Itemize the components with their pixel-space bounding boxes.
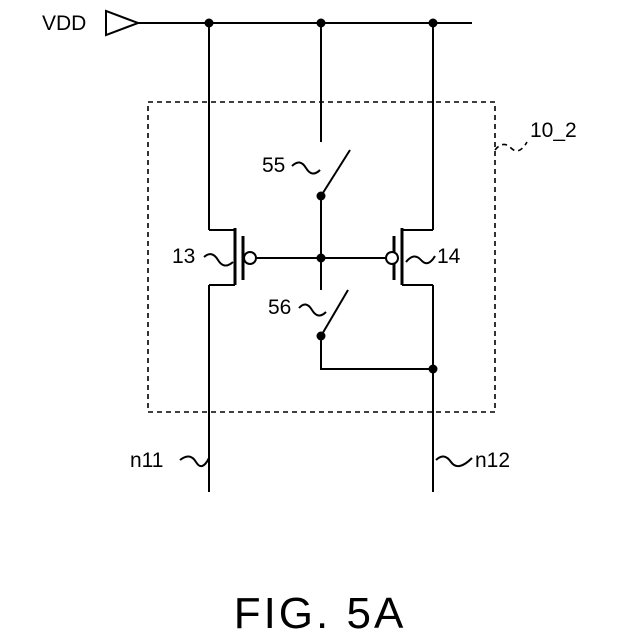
block-leader xyxy=(495,142,527,151)
s55-leader xyxy=(292,162,320,173)
t13-leader xyxy=(204,254,233,265)
n11-leader xyxy=(180,456,209,466)
t14-leader xyxy=(406,256,435,263)
t14-label: 14 xyxy=(437,245,461,268)
s56-label: 56 xyxy=(268,296,291,319)
s56-leader xyxy=(299,304,326,315)
t13-gate-bubble xyxy=(244,252,256,264)
n12-leader xyxy=(436,456,472,466)
vdd-label: VDD xyxy=(42,12,86,35)
junction-n12 xyxy=(429,365,438,374)
s55-label: 55 xyxy=(262,154,285,177)
s55-blade xyxy=(321,150,350,196)
figure-caption: FIG. 5A xyxy=(234,589,407,638)
t14-gate-bubble xyxy=(386,252,398,264)
t13-label: 13 xyxy=(172,245,195,268)
n11-label: n11 xyxy=(130,449,163,472)
s56-output-wire xyxy=(321,336,433,369)
n12-label: n12 xyxy=(475,449,510,472)
vdd-input-symbol xyxy=(106,11,138,35)
block-label: 10_2 xyxy=(530,119,577,142)
